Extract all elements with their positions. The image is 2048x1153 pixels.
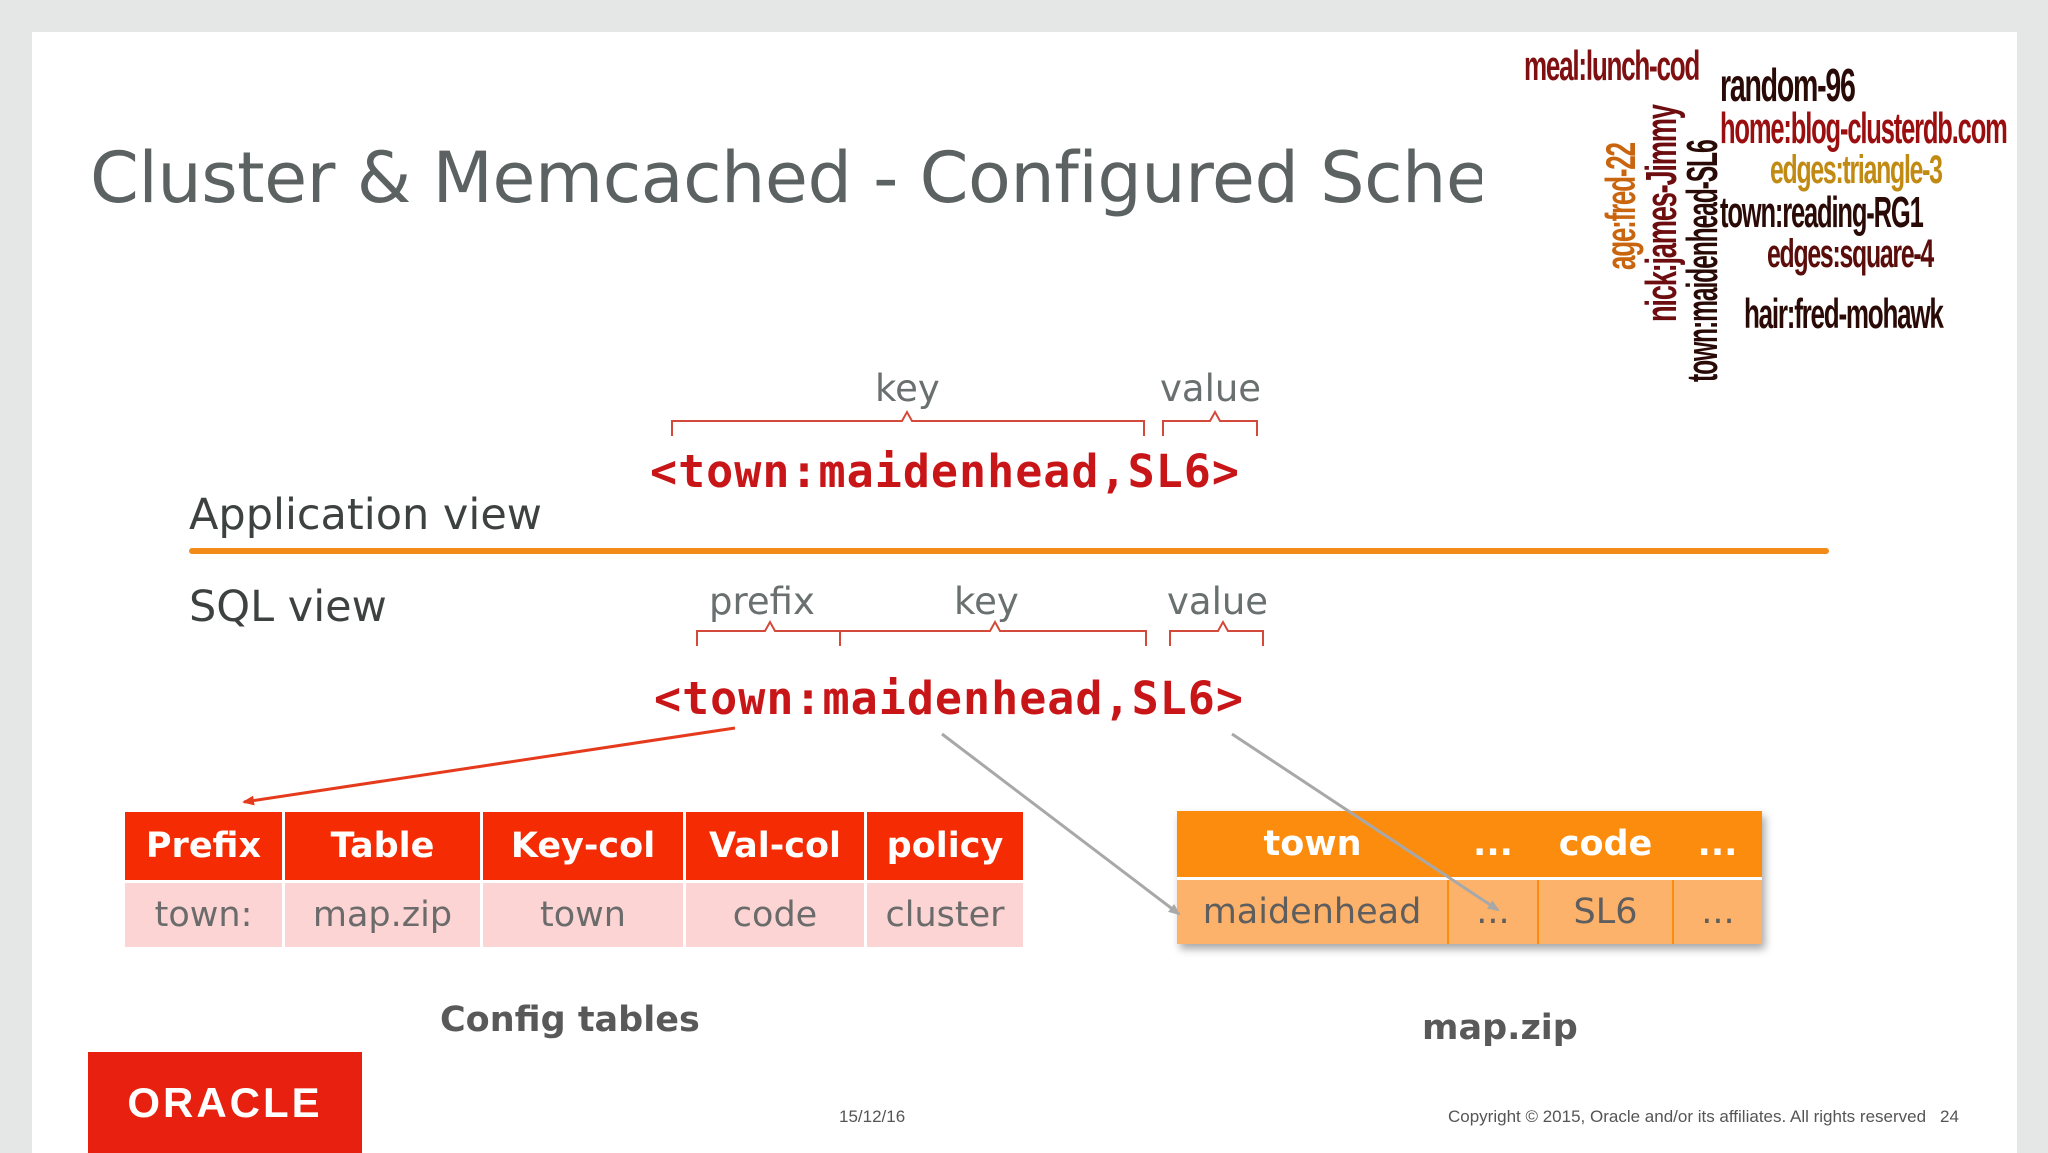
key-arrow	[941, 732, 1181, 916]
table-row: town: map.zip town code cluster	[125, 881, 1023, 947]
config-cell-policy: cluster	[865, 881, 1023, 947]
map-cell-ellipsis: ...	[1448, 878, 1539, 944]
map-header-ellipsis: ...	[1673, 811, 1762, 880]
sql-key-value-pair: <town:maidenhead,SL6>	[654, 672, 1244, 725]
footer-page-number: 24	[1940, 1107, 1959, 1126]
word-cloud-word: home:blog-clusterdb.com	[1720, 104, 2008, 153]
word-cloud-word: meal:lunch-cod	[1524, 42, 1700, 89]
word-cloud: meal:lunch-cod random-96 home:blog-clust…	[1482, 32, 2017, 392]
value-arrow	[1231, 732, 1500, 912]
word-cloud-word: random-96	[1720, 59, 1856, 111]
word-cloud-word: edges:square-4	[1767, 232, 1934, 276]
config-table-header-row: Prefix Table Key-col Val-col policy	[125, 812, 1023, 883]
slide-title: Cluster & Memcached - Configured Schema	[90, 137, 1599, 219]
application-view-label: Application view	[189, 490, 542, 540]
word-cloud-word: town:reading-RG1	[1720, 188, 1924, 237]
sql-prefix-brace	[696, 619, 841, 646]
sql-key-brace	[840, 619, 1147, 646]
map-zip-table: town ... code ... maidenhead ... SL6 ...	[1177, 811, 1762, 944]
config-header-prefix: Prefix	[125, 812, 285, 883]
config-cell-key-col: town	[481, 881, 686, 947]
config-header-policy: policy	[865, 812, 1023, 883]
app-key-label: key	[875, 367, 940, 410]
slide: Cluster & Memcached - Configured Schema …	[32, 32, 2017, 1076]
map-zip-caption: map.zip	[1422, 1008, 1578, 1048]
sql-key-label: key	[954, 580, 1019, 623]
config-table: Prefix Table Key-col Val-col policy town…	[125, 812, 1023, 947]
diagram-overlay	[242, 409, 1500, 916]
config-header-key-col: Key-col	[481, 812, 686, 883]
map-cell-town: maidenhead	[1177, 878, 1449, 944]
config-cell-table: map.zip	[283, 881, 483, 947]
config-tables-caption: Config tables	[440, 1000, 700, 1040]
app-key-value-pair: <town:maidenhead,SL6>	[650, 445, 1240, 498]
sql-value-label: value	[1167, 580, 1269, 623]
table-row: maidenhead ... SL6 ...	[1177, 878, 1762, 944]
oracle-logo-text: ORACLE	[127, 1078, 323, 1126]
config-cell-prefix: town:	[125, 881, 285, 947]
app-value-label: value	[1160, 367, 1262, 410]
footer-date: 15/12/16	[839, 1107, 906, 1126]
slide-footer: 15/12/16 Copyright © 2015, Oracle and/or…	[32, 1076, 2017, 1153]
config-cell-val-col: code	[684, 881, 867, 947]
app-key-brace	[671, 409, 1145, 436]
word-cloud-word: edges:triangle-3	[1770, 148, 1943, 192]
sql-view-label: SQL view	[189, 582, 387, 632]
config-header-val-col: Val-col	[684, 812, 867, 883]
map-header-ellipsis: ...	[1448, 811, 1538, 880]
sql-value-brace	[1169, 619, 1264, 646]
sql-prefix-label: prefix	[709, 580, 815, 623]
map-cell-ellipsis: ...	[1673, 878, 1762, 944]
config-header-table: Table	[283, 812, 483, 883]
app-value-brace	[1162, 409, 1258, 436]
prefix-arrow	[242, 726, 736, 806]
map-cell-code: SL6	[1538, 878, 1674, 944]
word-cloud-word: hair:fred-mohawk	[1744, 290, 1944, 337]
map-header-code: code	[1538, 811, 1673, 880]
footer-copyright: Copyright © 2015, Oracle and/or its affi…	[1448, 1107, 1927, 1126]
oracle-logo: ORACLE	[88, 1052, 362, 1153]
view-divider	[189, 548, 1829, 554]
